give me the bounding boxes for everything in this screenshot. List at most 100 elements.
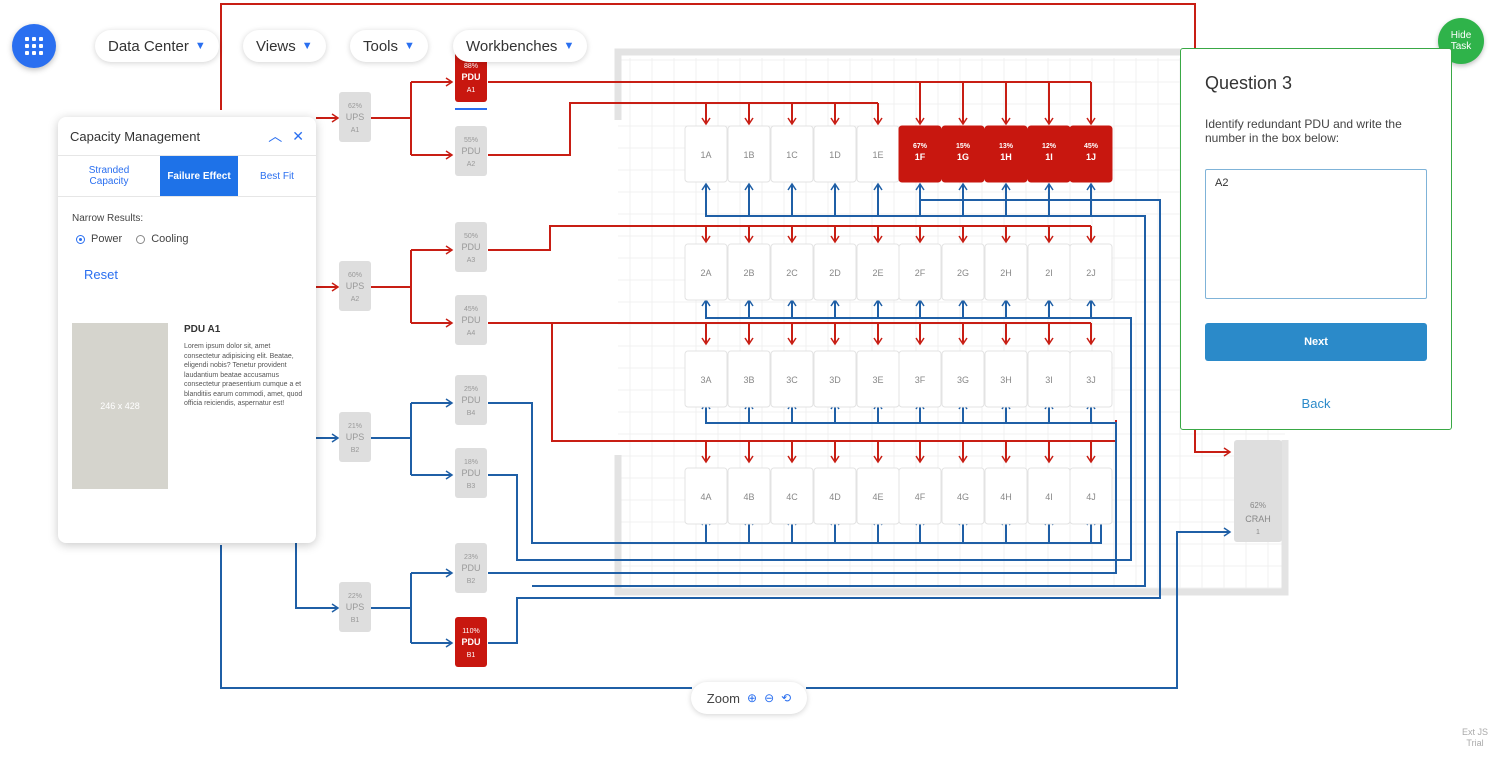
arrow-head <box>873 455 883 464</box>
rack-3A <box>684 350 728 408</box>
detail-text: Lorem ipsum dolor sit, amet consectetur … <box>184 343 303 407</box>
rack-label: 2G <box>957 268 969 278</box>
rack-4F <box>898 467 942 525</box>
rack-4J <box>1069 467 1113 525</box>
ups-box-text: UPS <box>346 112 365 122</box>
rack-3F <box>898 350 942 408</box>
menu-workbenches[interactable]: Workbenches ▼ <box>453 30 588 62</box>
arrow-head <box>830 455 840 464</box>
arrow-head <box>445 318 454 328</box>
arrow-head <box>787 337 797 346</box>
rack-label: 3J <box>1086 375 1096 385</box>
ups-box-text: A2 <box>351 296 360 303</box>
arrow-head <box>915 235 925 244</box>
reset-link[interactable]: Reset <box>84 267 118 282</box>
arrow-head <box>1001 117 1011 126</box>
arrow-head <box>445 245 454 255</box>
pdu-box-text: PDU <box>461 637 480 647</box>
next-button[interactable]: Next <box>1205 323 1427 361</box>
answer-textarea[interactable]: A2 <box>1205 169 1427 299</box>
rack-label: 1H <box>1000 152 1012 162</box>
rack-label: 4A <box>700 492 711 502</box>
pdu-box-text: B4 <box>467 410 476 417</box>
radio-power[interactable] <box>76 234 85 244</box>
rack-label: 3H <box>1000 375 1012 385</box>
tab-failure-effect[interactable]: Failure Effect <box>160 156 238 196</box>
pdu-box <box>455 448 487 498</box>
rack-label: 1C <box>786 150 798 160</box>
arrow-head <box>701 337 711 346</box>
rack-label: 2D <box>829 268 841 278</box>
apps-menu-button[interactable] <box>12 24 56 68</box>
ups-box-text: UPS <box>346 602 365 612</box>
rack-label: 4E <box>872 492 883 502</box>
utility-feed-a <box>220 3 1196 110</box>
ups-box-text: 60% <box>348 272 362 279</box>
zoom-reset-icon[interactable]: ⟲ <box>781 691 792 705</box>
rack-label: 3C <box>786 375 798 385</box>
rack-label: 4I <box>1045 492 1053 502</box>
arrow-head <box>1223 447 1232 457</box>
narrow-options: Power Cooling <box>76 233 316 245</box>
crah-box <box>1234 440 1282 542</box>
arrow-head <box>1044 182 1054 191</box>
rack-label: 1A <box>700 150 711 160</box>
pdu-box-text: PDU <box>461 395 480 405</box>
arrow-head <box>1086 117 1096 126</box>
arrow-head <box>701 455 711 464</box>
power-line <box>295 543 338 609</box>
zoom-toolbar: Zoom ⊕ ⊖ ⟲ <box>691 682 807 714</box>
power-line <box>488 225 1091 251</box>
zoom-out-icon[interactable]: ⊖ <box>764 691 775 705</box>
pdu-box-text: 110% <box>462 628 479 635</box>
arrow-head <box>445 638 454 648</box>
arrow-head <box>445 77 454 87</box>
arrow-head <box>830 337 840 346</box>
rack-1F <box>898 125 942 183</box>
rack-4H <box>984 467 1028 525</box>
rack-pct: 12% <box>1042 143 1057 150</box>
pdu-box-text: 45% <box>464 306 478 313</box>
menu-views[interactable]: Views ▼ <box>243 30 326 62</box>
rack-label: 1D <box>829 150 841 160</box>
arrow-head <box>744 182 754 191</box>
arrow-head <box>331 433 340 443</box>
rack-1G <box>941 125 985 183</box>
tab-best-fit[interactable]: Best Fit <box>260 170 294 182</box>
pdu-box-text: B1 <box>467 652 476 659</box>
power-line <box>488 102 878 156</box>
question-text: Identify redundant PDU and write the num… <box>1205 117 1402 145</box>
capacity-management-panel: Capacity Management ︿ ✕ Stranded Capacit… <box>58 117 316 543</box>
menu-tools[interactable]: Tools ▼ <box>350 30 428 62</box>
radio-cooling[interactable] <box>136 234 146 244</box>
ups-box-text: UPS <box>346 432 365 442</box>
close-icon[interactable]: ✕ <box>292 127 304 144</box>
pdu-box-text: PDU <box>461 315 480 325</box>
rack-2C <box>770 243 814 301</box>
arrow-head <box>744 455 754 464</box>
ups-box-text: 62% <box>348 103 362 110</box>
chevron-down-icon: ▼ <box>194 40 206 52</box>
rack-label: 1F <box>915 152 926 162</box>
rack-4G <box>941 467 985 525</box>
zoom-in-icon[interactable]: ⊕ <box>747 691 758 705</box>
rack-3D <box>813 350 857 408</box>
arrow-head <box>331 282 340 292</box>
arrow-head <box>830 117 840 126</box>
back-link[interactable]: Back <box>1301 396 1331 411</box>
tab-stranded-capacity[interactable]: Stranded Capacity <box>88 165 130 187</box>
ups-box-text: A1 <box>351 127 360 134</box>
rack-label: 2H <box>1000 268 1012 278</box>
pdu-box <box>455 375 487 425</box>
arrow-head <box>873 235 883 244</box>
rack-2H <box>984 243 1028 301</box>
power-line <box>488 402 1102 544</box>
collapse-icon[interactable]: ︿ <box>268 128 283 144</box>
utility-feed-b <box>220 545 692 689</box>
arrow-head <box>1001 182 1011 191</box>
menu-data-center[interactable]: Data Center ▼ <box>95 30 219 62</box>
ups-box-text: UPS <box>346 281 365 291</box>
rack-3C <box>770 350 814 408</box>
rack-3H <box>984 350 1028 408</box>
